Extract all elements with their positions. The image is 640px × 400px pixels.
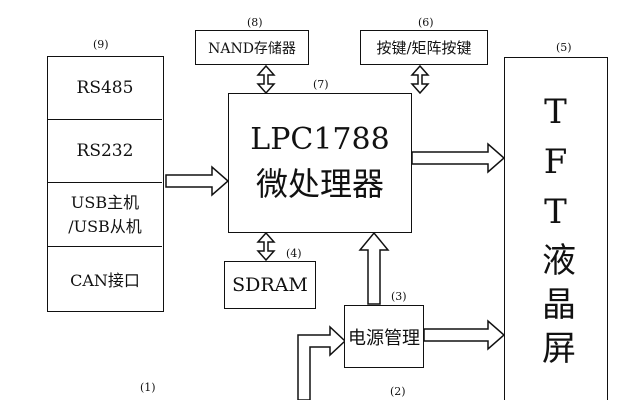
tag-2: (2) xyxy=(390,385,406,398)
nand-storage-box: NAND存储器 xyxy=(195,30,309,65)
cpu-model: LPC1788 xyxy=(250,122,390,157)
arrow-cpu-to-tft xyxy=(411,142,506,174)
tag-5: (5) xyxy=(556,41,572,54)
power-label: 电源管理 xyxy=(348,327,420,349)
interface-rs232: RS232 xyxy=(48,120,162,183)
interface-rs485: RS485 xyxy=(48,57,162,120)
tag-9: (9) xyxy=(93,38,109,51)
tft-lcd-box: TFT液晶屏 xyxy=(504,57,608,400)
tag-3: (3) xyxy=(391,290,407,303)
tft-lcd-label: TFT液晶屏 xyxy=(535,92,576,374)
interface-rs485-label: RS485 xyxy=(76,78,134,98)
tag-8: (8) xyxy=(247,16,263,29)
cpu-box: LPC1788 微处理器 xyxy=(228,93,412,233)
interface-usb: USB主机 /USB从机 xyxy=(48,183,162,247)
interface-rs232-label: RS232 xyxy=(76,141,134,161)
keys-label: 按键/矩阵按键 xyxy=(376,39,472,57)
power-box: 电源管理 xyxy=(344,305,424,368)
sdram-box: SDRAM xyxy=(224,261,316,309)
arrow-power-to-cpu xyxy=(358,231,390,305)
arrow-input-to-power xyxy=(297,325,347,400)
tag-1: (1) xyxy=(140,381,156,394)
tag-6: (6) xyxy=(418,16,434,29)
sdram-label: SDRAM xyxy=(232,274,308,296)
arrow-sdram-cpu xyxy=(256,231,276,262)
arrow-nand-cpu xyxy=(256,64,276,95)
cpu-name: 微处理器 xyxy=(255,165,384,203)
interface-usb-label: USB主机 /USB从机 xyxy=(68,192,142,236)
interface-can-label: CAN接口 xyxy=(70,270,140,290)
tag-7: (7) xyxy=(313,78,329,91)
interface-group: RS485 RS232 USB主机 /USB从机 CAN接口 xyxy=(47,56,164,312)
arrow-power-to-tft xyxy=(423,319,506,351)
interface-can: CAN接口 xyxy=(48,247,162,310)
keys-box: 按键/矩阵按键 xyxy=(360,30,488,65)
nand-storage-label: NAND存储器 xyxy=(208,40,296,57)
arrow-interface-to-cpu xyxy=(165,165,230,197)
arrow-keys-cpu xyxy=(410,64,430,95)
tag-4: (4) xyxy=(286,247,302,260)
